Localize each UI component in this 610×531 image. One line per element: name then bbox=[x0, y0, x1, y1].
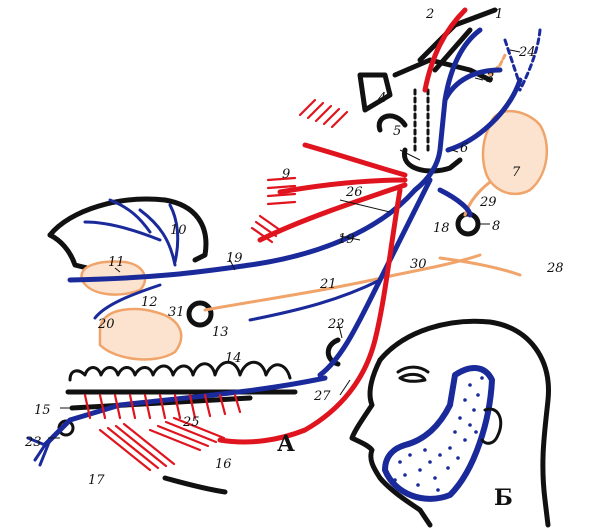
muscle-fibres-9 bbox=[250, 98, 349, 244]
palatal-branch-b bbox=[83, 220, 162, 242]
auriculotemporal bbox=[445, 77, 523, 153]
label-26: 26 bbox=[345, 185, 363, 200]
mental-nerve-23 bbox=[26, 436, 52, 467]
label-25: 25 bbox=[182, 415, 200, 430]
gland-12 bbox=[98, 307, 183, 361]
label-3: 3 bbox=[486, 71, 494, 86]
muscle-fibres-15 bbox=[83, 393, 242, 420]
otic-ganglion-8 bbox=[455, 211, 481, 237]
bone-outlines bbox=[47, 7, 498, 495]
branch-20 bbox=[93, 283, 162, 320]
branch-to-24 bbox=[442, 67, 503, 103]
palate-outline-10 bbox=[47, 196, 209, 263]
number-labels: 1 2 3 4 5 6 7 8 9 10 11 12 13 14 15 16 1… bbox=[24, 7, 564, 488]
motor-nerves bbox=[83, 7, 468, 472]
panel-label-b: Б bbox=[494, 485, 513, 511]
label-17: 17 bbox=[88, 473, 105, 488]
label-15: 15 bbox=[34, 403, 51, 418]
palatal-branch-c bbox=[108, 198, 152, 234]
masseteric-branch-9a bbox=[302, 142, 408, 178]
label-27: 27 bbox=[313, 389, 331, 404]
label-24: 24 bbox=[518, 45, 536, 60]
bone-fragment-4 bbox=[357, 72, 393, 113]
ear bbox=[480, 407, 503, 445]
ganglion-13 bbox=[186, 300, 214, 328]
zone-dots bbox=[393, 376, 484, 492]
panel-label-a: А bbox=[277, 431, 295, 457]
label-16: 16 bbox=[215, 457, 232, 472]
branch-24a bbox=[503, 38, 522, 87]
label-20: 20 bbox=[97, 317, 115, 332]
label-13: 13 bbox=[212, 325, 229, 340]
label-2: 2 bbox=[425, 7, 434, 22]
glands bbox=[80, 53, 548, 361]
nerve-28 bbox=[438, 256, 522, 277]
dental-plexus bbox=[42, 375, 328, 448]
pterygoid-branch bbox=[257, 182, 408, 243]
sensory-nerves bbox=[26, 27, 542, 467]
foramen-ovale-outline bbox=[402, 147, 463, 174]
muscle-fibres-16-17 bbox=[98, 416, 226, 472]
label-21: 21 bbox=[319, 277, 337, 292]
mylohyoid-branch bbox=[248, 278, 382, 322]
parotid-gland-7 bbox=[481, 109, 548, 196]
label-1: 1 bbox=[495, 7, 503, 22]
label-28: 28 bbox=[546, 261, 564, 276]
label-22: 22 bbox=[327, 317, 345, 332]
palate-lower-edge bbox=[47, 232, 98, 273]
teeth-crowns bbox=[68, 360, 292, 382]
jaw-line-bottom bbox=[162, 475, 228, 495]
label-9: 9 bbox=[282, 167, 290, 182]
label-8: 8 bbox=[492, 219, 500, 234]
palatal-branch-d bbox=[168, 203, 180, 264]
eye bbox=[398, 372, 427, 383]
label-4: 4 bbox=[377, 91, 386, 106]
label-19-upper: 19 bbox=[338, 232, 355, 247]
label-7: 7 bbox=[512, 165, 521, 180]
inferior-alveolar-21 bbox=[317, 177, 433, 378]
bone-ridge bbox=[392, 57, 493, 83]
label-10: 10 bbox=[170, 223, 187, 238]
label-29: 29 bbox=[479, 195, 497, 210]
mylohyoid-nerve-27 bbox=[217, 187, 403, 445]
label-18: 18 bbox=[433, 221, 450, 236]
head-profile-b bbox=[349, 318, 551, 528]
label-5: 5 bbox=[393, 124, 401, 139]
skull-outline bbox=[377, 318, 551, 528]
lingual-nerve-19 bbox=[67, 187, 418, 283]
label-11: 11 bbox=[108, 255, 125, 270]
label-31: 31 bbox=[168, 305, 185, 320]
branch-24b bbox=[518, 28, 542, 92]
eyebrow bbox=[396, 365, 430, 374]
label-23: 23 bbox=[24, 435, 42, 450]
label-14: 14 bbox=[225, 351, 242, 366]
label-12: 12 bbox=[141, 295, 158, 310]
loop-5 bbox=[376, 113, 408, 133]
temporal-branch-9b bbox=[277, 177, 408, 195]
label-19-lower: 19 bbox=[226, 251, 243, 266]
motor-root-2 bbox=[422, 7, 468, 93]
branch-18 bbox=[437, 187, 473, 218]
label-6: 6 bbox=[460, 141, 468, 156]
face-profile bbox=[349, 357, 433, 528]
label-30: 30 bbox=[410, 257, 427, 272]
leader-lines bbox=[48, 49, 521, 439]
palatal-branch-a bbox=[138, 208, 177, 267]
